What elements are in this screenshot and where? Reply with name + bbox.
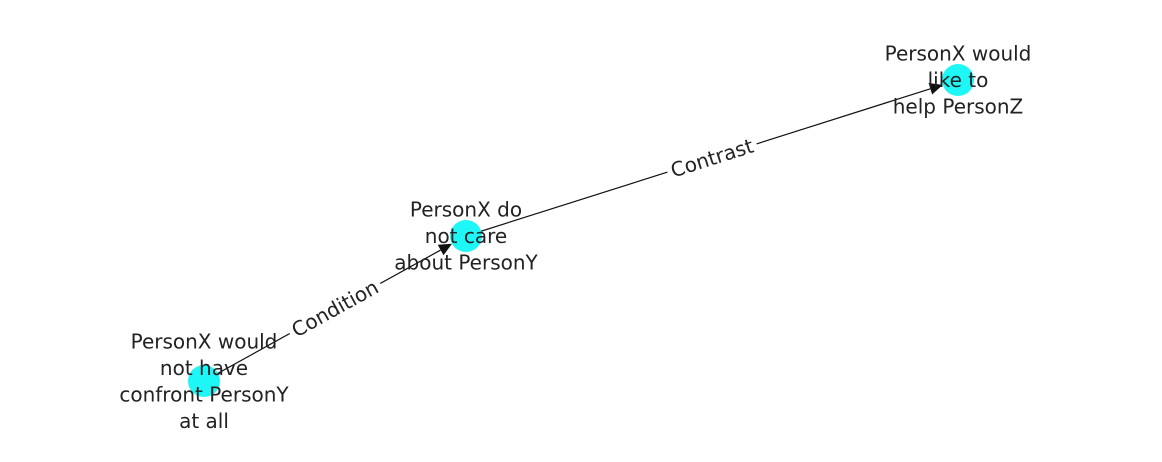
edge-label-group-2: Contrast <box>663 131 761 185</box>
arrow-head-icon <box>928 83 943 95</box>
nodes-layer <box>188 64 974 397</box>
node-label-line: not have <box>160 356 248 380</box>
node-circle-3[interactable] <box>942 64 974 96</box>
node-label-line: PersonX would <box>885 42 1032 66</box>
node-label-line: PersonX do <box>410 198 522 222</box>
edge-label-2: Contrast <box>668 134 757 183</box>
node-label-line: help PersonZ <box>893 95 1024 119</box>
arrow-head-icon <box>437 243 453 256</box>
edges-layer <box>203 83 943 382</box>
node-label-line: at all <box>179 409 229 433</box>
edge-label-background <box>283 272 387 345</box>
edge-label-1: Condition <box>287 275 382 342</box>
edge-label-background <box>663 131 761 185</box>
node-label-line: about PersonY <box>394 251 538 275</box>
node-circle-1[interactable] <box>188 365 220 397</box>
node-circle-2[interactable] <box>450 220 482 252</box>
edge-label-group-1: Condition <box>283 272 387 345</box>
node-label-line: not care <box>425 224 507 248</box>
edge-labels-layer: Condition Contrast <box>283 131 761 345</box>
node-label-line: like to <box>928 68 989 92</box>
node-label-line: confront PersonY <box>119 382 289 406</box>
node-label-line: PersonX would <box>131 329 278 353</box>
